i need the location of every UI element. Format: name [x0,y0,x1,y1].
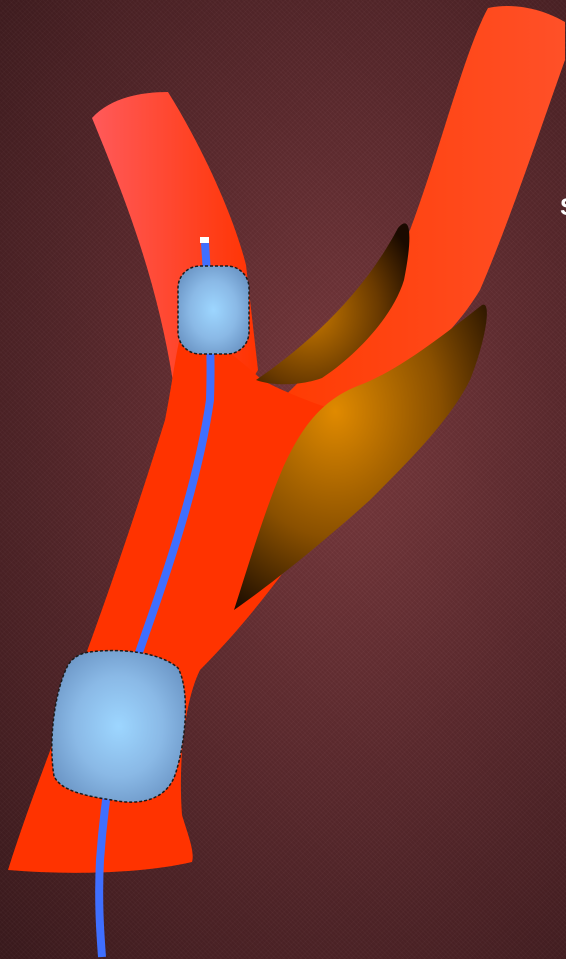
balloon-upper [178,266,249,354]
guidewire-tip [200,237,209,243]
balloon-lower [52,651,186,803]
vessel-trunk [8,330,368,873]
clipped-label: S [560,196,566,220]
